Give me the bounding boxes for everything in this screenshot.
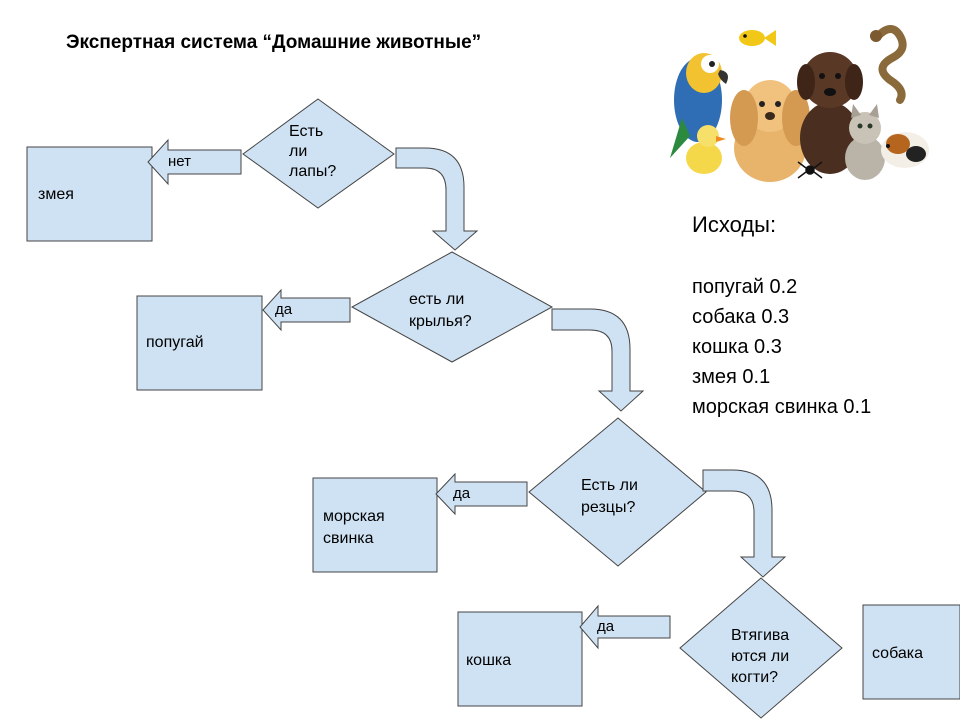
box-parrot <box>136 295 263 391</box>
outcome-item: морская свинка 0.1 <box>692 396 872 418</box>
parrot-illustration <box>670 53 728 158</box>
arrow-yes-guinea-pig <box>435 472 528 516</box>
question-line: Есть <box>289 123 324 140</box>
question-line: резцы? <box>581 499 636 516</box>
outcomes-title: Исходы: <box>692 212 777 237</box>
question-line: Втягива <box>731 627 790 644</box>
snake-illustration <box>870 25 907 104</box>
kitten-illustration <box>845 104 885 180</box>
question-line: ются ли <box>731 648 790 665</box>
fish-illustration <box>739 30 776 46</box>
decision-has-paws-label: Есть ли лапы? <box>289 122 336 182</box>
decision-has-incisors <box>528 417 707 567</box>
outcome-item: змея 0.1 <box>692 366 771 388</box>
answer-yes-label: да <box>597 618 615 635</box>
arrow-curve-2 <box>551 308 645 412</box>
box-dog <box>862 604 960 700</box>
box-cat <box>457 611 583 707</box>
decision-retractable-claws <box>679 577 843 719</box>
decision-has-paws <box>242 98 395 209</box>
outcome-item: собака 0.3 <box>692 306 790 328</box>
animal-line: свинка <box>323 530 374 547</box>
answer-yes-label: да <box>275 301 293 318</box>
question-line: ли <box>289 143 308 160</box>
labrador-illustration <box>797 52 863 174</box>
arrow-yes-parrot <box>262 288 351 332</box>
answer-yes-label: да <box>453 485 471 502</box>
animal-cat: кошка <box>466 652 512 669</box>
puppy-illustration <box>730 80 810 182</box>
animal-guinea-pig: морская свинка <box>323 506 385 550</box>
arrow-yes-cat <box>579 604 671 650</box>
outcome-item: попугай 0.2 <box>692 276 798 298</box>
question-line: Есть ли <box>581 477 638 494</box>
decision-retractable-claws-label: Втягива ются ли когти? <box>731 625 789 688</box>
spider-illustration <box>797 161 823 179</box>
question-line: лапы? <box>289 163 337 180</box>
box-guinea-pig <box>312 477 438 573</box>
arrow-curve-1 <box>395 147 479 251</box>
page-title: Экспертная система “Домашние животные” <box>66 32 482 53</box>
answer-no-label: нет <box>168 153 191 170</box>
arrow-curve-3 <box>702 469 787 578</box>
pets-photo-collage <box>670 25 929 182</box>
question-line: когти? <box>731 669 779 686</box>
arrow-no-snake <box>147 138 242 186</box>
duckling-illustration <box>686 125 726 174</box>
animal-line: морская <box>323 508 385 525</box>
question-line: есть ли <box>409 291 465 308</box>
decision-has-wings <box>350 251 554 363</box>
animal-parrot: попугай <box>146 334 204 351</box>
outcome-item: кошка 0.3 <box>692 336 782 358</box>
box-snake <box>26 146 153 242</box>
decision-has-wings-label: есть ли крылья? <box>409 289 472 333</box>
decision-has-incisors-label: Есть ли резцы? <box>581 475 638 519</box>
animal-snake: змея <box>38 186 74 203</box>
animal-dog: собака <box>872 645 924 662</box>
guinea-pig-illustration <box>881 132 929 168</box>
question-line: крылья? <box>409 313 472 330</box>
outcomes-list: попугай 0.2 собака 0.3 кошка 0.3 змея 0.… <box>692 272 871 422</box>
